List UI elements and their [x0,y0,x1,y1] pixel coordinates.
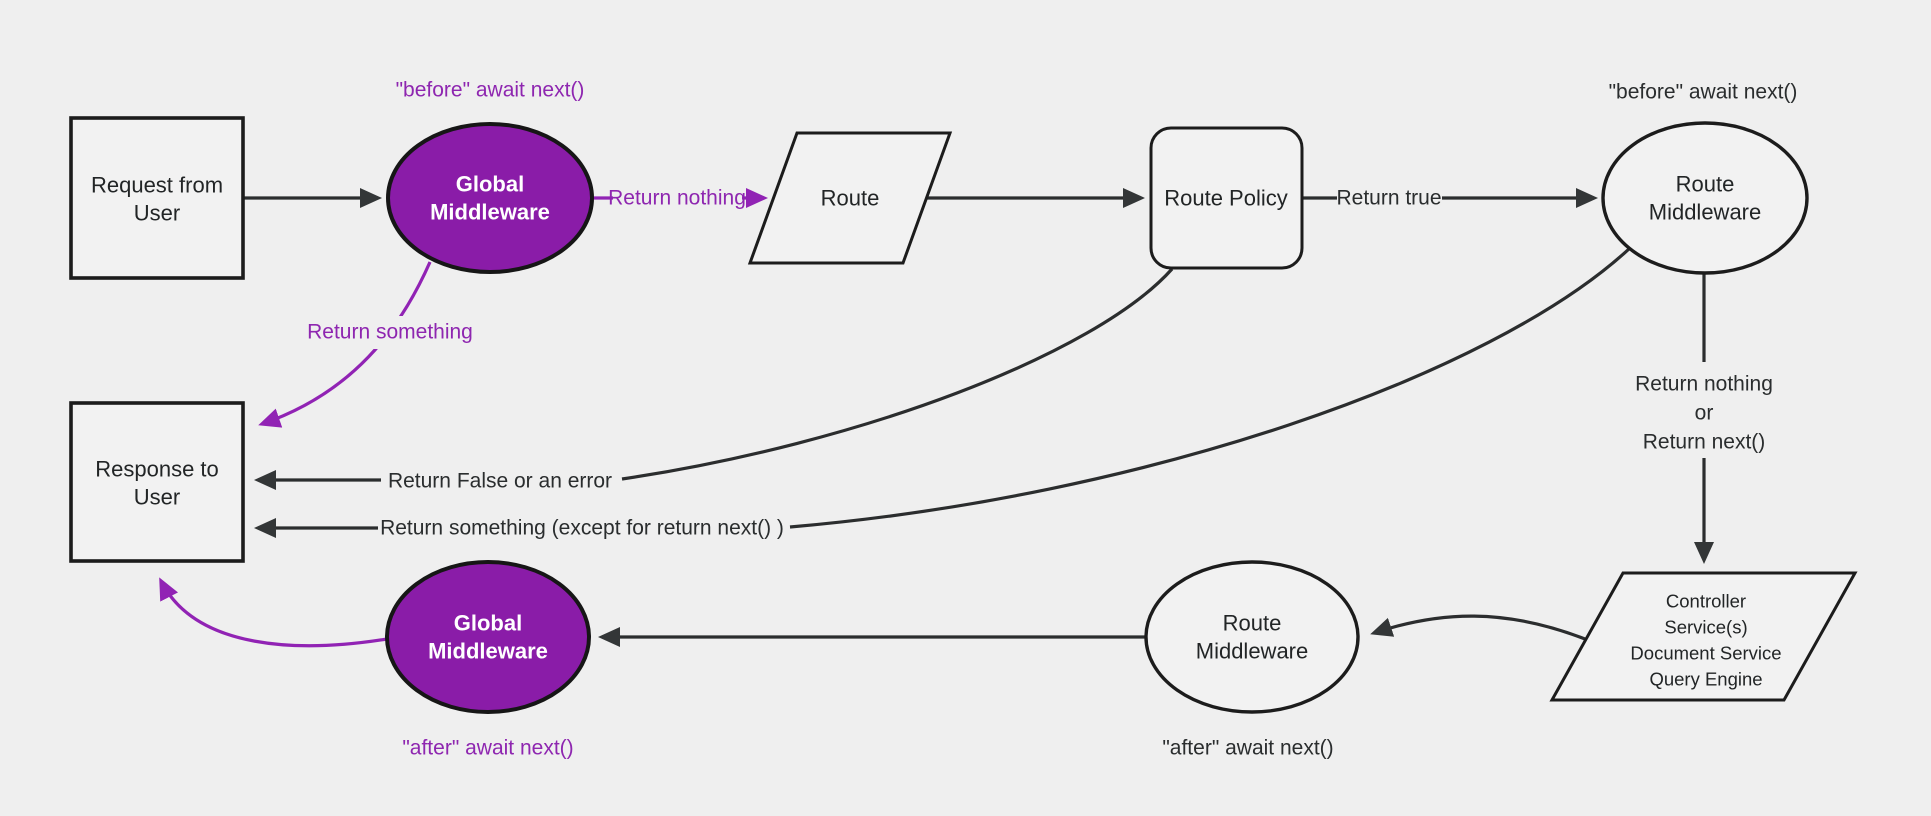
label-return-something-purple-bg [308,316,472,349]
label-return-false-or-error: Return False or an error [388,470,612,493]
request-from-user-shape [69,116,245,280]
route-node: Route [747,131,953,265]
route-middleware-bottom-label-line1: Route [1223,611,1282,636]
route-middleware-top-label-line2: Middleware [1649,200,1762,225]
label-after-await-next-left: "after" await next() [402,737,573,760]
label-return-true: Return true [1336,187,1441,210]
label-return-something-purple: Return something [307,321,473,344]
route-policy-label: Route Policy [1164,186,1288,211]
label-before-await-next-right: "before" await next() [1609,81,1798,104]
request-from-user-label-line2: User [134,201,180,226]
global-middleware-bottom-node: Global Middleware [385,560,591,714]
edge-route-policy-to-response-curve [621,267,1174,481]
route-middleware-top-label-line1: Route [1676,172,1735,197]
label-return-something-except: Return something (except for return next… [380,517,784,540]
label-after-await-next-right: "after" await next() [1162,737,1333,760]
route-label: Route [821,186,880,211]
label-before-await-next-left: "before" await next() [396,79,585,102]
response-to-user-label-line1: Response to [95,457,219,482]
global-middleware-top-label-line2: Middleware [430,200,550,225]
global-middleware-top-label-line1: Global [456,172,524,197]
controller-services-shape [1549,571,1858,702]
label-return-nothing-or-line2: or [1695,402,1714,425]
label-return-nothing-or-line1: Return nothing [1635,373,1773,396]
edge-global-middleware-bottom-to-response [159,577,388,648]
controller-label-line3: Document Service [1630,643,1781,664]
controller-label-line1: Controller [1666,591,1746,612]
response-to-user-node: Response to User [69,401,245,563]
route-shape [747,131,953,265]
global-middleware-top-node: Global Middleware [386,122,594,274]
route-middleware-top-node: Route Middleware [1601,121,1809,275]
global-middleware-bottom-label-line1: Global [454,611,522,636]
response-to-user-label-line2: User [134,485,180,510]
controller-label-line2: Service(s) [1664,617,1747,638]
route-middleware-bottom-shape [1144,560,1360,714]
edge-global-middleware-top-to-response [258,261,432,428]
request-from-user-node: Request from User [69,116,245,280]
edge-controller-to-route-middleware-bottom [1370,614,1586,641]
global-middleware-top-shape [386,122,594,274]
request-from-user-label-line1: Request from [91,173,223,198]
edge-route-middleware-to-response-curve [789,246,1632,529]
label-return-nothing-or-line3: Return next() [1643,431,1766,454]
controller-services-node: Controller Service(s) Document Service Q… [1549,571,1858,702]
response-to-user-shape [69,401,245,563]
label-return-nothing-purple: Return nothing [608,187,746,210]
route-policy-node: Route Policy [1149,126,1304,270]
global-middleware-bottom-label-line2: Middleware [428,639,548,664]
global-middleware-bottom-shape [385,560,591,714]
controller-label-line4: Query Engine [1649,669,1762,690]
route-middleware-top-shape [1601,121,1809,275]
route-middleware-bottom-node: Route Middleware [1144,560,1360,714]
route-policy-shape [1149,126,1304,270]
route-middleware-bottom-label-line2: Middleware [1196,639,1309,664]
